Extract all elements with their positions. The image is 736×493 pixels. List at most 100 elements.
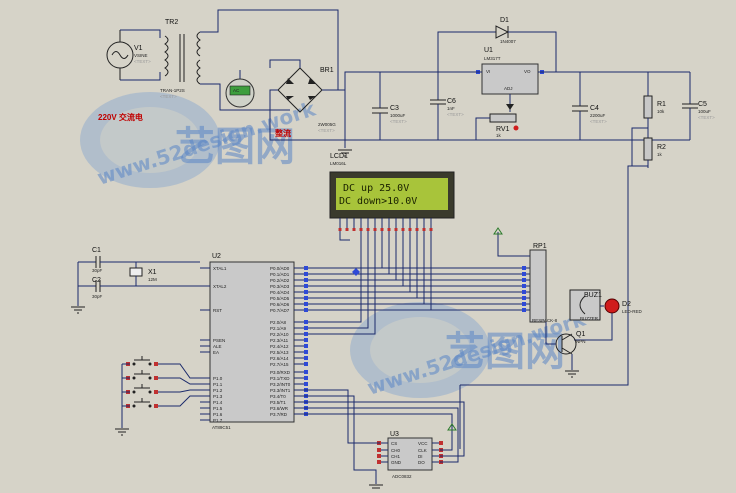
u3-label: U3 (390, 431, 399, 438)
mcu-pin-left-label: XTAL1 (213, 266, 227, 271)
tr2-transformer: TR2 TRAN-1P2S <TEXT> (160, 19, 201, 99)
pin-marker (304, 302, 308, 306)
u1-label: U1 (484, 47, 493, 54)
button-wire (158, 395, 200, 407)
mcu-pin-right-label: P2.5/A13 (270, 350, 289, 355)
mcu-pin-left-label: PSEN (213, 338, 225, 343)
lcd-pin-marker (366, 228, 370, 231)
push-button[interactable] (122, 356, 200, 379)
rv1-label: RV1 (496, 126, 510, 133)
svg-text:<TEXT>: <TEXT> (318, 128, 335, 133)
lcd-pin-marker (373, 228, 377, 231)
adc-pin-marker (439, 441, 443, 445)
d1-value: 1N4007 (500, 39, 516, 44)
mcu-pin-left-label: P1.6 (213, 412, 223, 417)
rp1-pin-marker (522, 278, 526, 282)
pin-marker (304, 370, 308, 374)
adc-pin-marker (377, 448, 381, 452)
rp1-pin-marker (522, 290, 526, 294)
lcd-pin-marker (380, 228, 384, 231)
adc-pin-right-label: DO (418, 460, 425, 465)
adc-pin-left-label: CS (391, 441, 397, 446)
c3-value: 1000uF (390, 113, 406, 118)
c3-label: C3 (390, 105, 399, 112)
d2-value: LED-RED (622, 309, 643, 314)
bus-line-p0 (308, 231, 383, 269)
rp1-pin-marker (522, 302, 526, 306)
button-wire (158, 377, 200, 385)
mcu-pin-right-label: P2.2/A10 (270, 332, 289, 337)
pin-marker (304, 266, 308, 270)
q1-transistor: Q1 NPN (555, 331, 586, 355)
mcu-pin-right-label: P3.2/INT0 (270, 382, 291, 387)
push-button[interactable] (122, 384, 200, 394)
x1-value: 12M (148, 277, 157, 282)
lcd-pin-marker (408, 228, 412, 231)
x1-crystal: X1 12M (129, 262, 157, 286)
c2-label: C2 (92, 277, 101, 284)
d2-led: D2 LED-RED (604, 298, 643, 314)
button-wire (158, 363, 200, 379)
ground-buttons (115, 428, 129, 436)
adc-pin-right-label: VCC (418, 441, 428, 446)
lcd-pin-marker (422, 228, 426, 231)
mcu-pin-left-label: P1.0 (213, 376, 223, 381)
buz1-label: BUZ1 (584, 292, 602, 299)
c6-label: C6 (447, 98, 456, 105)
lcd-pin-marker (387, 228, 391, 231)
bus-line-ctrl (308, 231, 362, 323)
tr2-label: TR2 (165, 19, 178, 26)
rp1-pin-marker (522, 284, 526, 288)
mcu-pin-left-label: RST (213, 308, 222, 313)
button-marker (154, 376, 158, 380)
lcd-pin-marker (394, 228, 398, 231)
watermark-top: 艺图网 www.52design.work (80, 92, 319, 190)
rp1-pin-marker (522, 308, 526, 312)
mcu-pin-right-label: P0.2/AD2 (270, 278, 290, 283)
d1-label: D1 (500, 17, 509, 24)
mcu-pin-right-label: P0.6/AD6 (270, 302, 290, 307)
pin-marker (304, 376, 308, 380)
push-button[interactable] (122, 395, 200, 408)
mcu-pin-right-label: P0.5/AD5 (270, 296, 290, 301)
c5-label: C5 (698, 101, 707, 108)
pin-marker (304, 344, 308, 348)
mcu-pins-left: XTAL1XTAL2RSTPSENALEEAP1.0P1.1P1.2P1.3P1… (200, 266, 227, 423)
c4-capacitor: C4 2200uF <TEXT> (572, 72, 607, 140)
rv1-potentiometer: RV1 1k (475, 94, 519, 140)
c1-value: 30pF (92, 268, 103, 273)
lcd-pin-marker (359, 228, 363, 231)
mcu-pin-right-label: P3.6/WR (270, 406, 289, 411)
pin-marker (304, 296, 308, 300)
lcd1-value: LM016L (330, 161, 347, 166)
tr2-value: TRAN-1P2S (160, 88, 185, 93)
mcu-pins-right: P0.0/AD0P0.1/AD1P0.2/AD2P0.3/AD3P0.4/AD4… (270, 266, 308, 417)
rp1-value: RESPACK-8 (532, 318, 558, 323)
buz1-value: BUZZER (580, 316, 599, 321)
mcu-pin-left-label: P1.3 (213, 394, 223, 399)
push-button[interactable] (122, 370, 200, 385)
pin-marker (304, 362, 308, 366)
adc-pin-left-label: GND (391, 460, 402, 465)
rp1-label: RP1 (533, 243, 547, 250)
r2-value: 1k (657, 152, 663, 157)
ground-br1 (338, 149, 352, 157)
svg-text:<TEXT>: <TEXT> (447, 112, 464, 117)
svg-text:VI: VI (486, 69, 490, 74)
v1-label: V1 (134, 45, 143, 52)
u1-regulator: VI VO ADJ U1 LM317T (476, 47, 544, 95)
mcu-pin-left-label: XTAL2 (213, 284, 227, 289)
svg-text:<TEXT>: <TEXT> (160, 94, 177, 99)
br1-value: 2W005G (318, 122, 336, 127)
adc-pin-marker (377, 454, 381, 458)
mcu-pin-right-label: P0.0/AD0 (270, 266, 290, 271)
lcd-line-2: DC down>10.0V (339, 196, 417, 207)
adc-pin-right-label: DI (418, 454, 423, 459)
lcd-pin-marker (401, 228, 405, 231)
button-marker (154, 362, 158, 366)
q1-label: Q1 (576, 331, 585, 338)
c3-capacitor: C3 1000uF <TEXT> (372, 72, 407, 140)
mcu-pin-right-label: P3.1/TXD (270, 376, 290, 381)
lcd1-label: LCD1 (330, 153, 348, 160)
rv1-value: 1k (496, 133, 502, 138)
